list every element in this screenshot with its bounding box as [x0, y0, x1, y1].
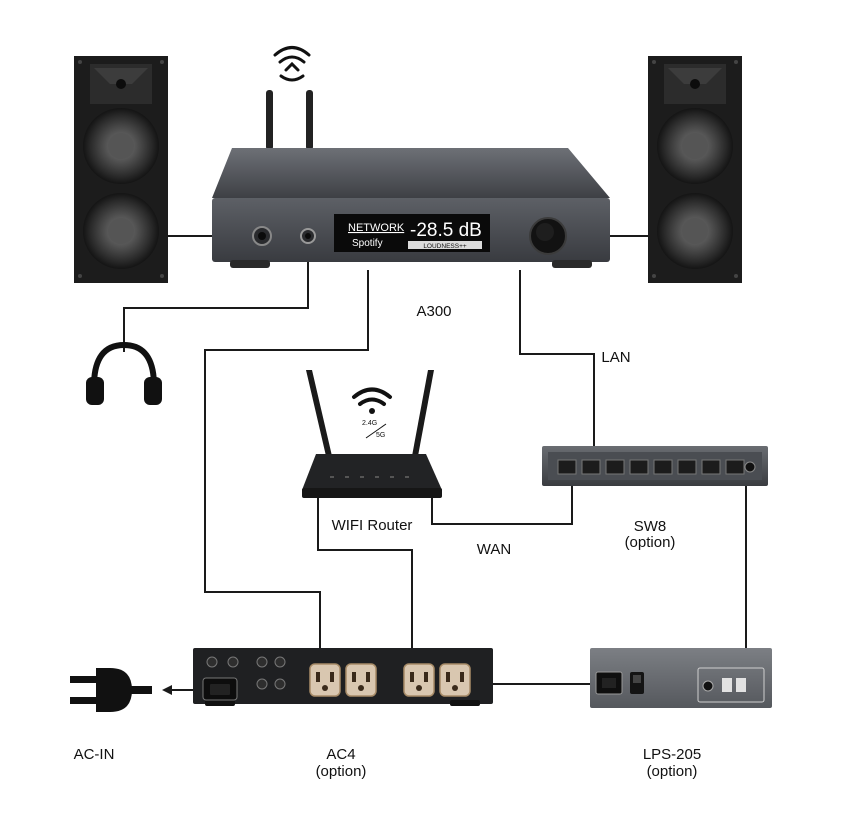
outlet	[403, 663, 435, 697]
a300-label: A300	[416, 303, 452, 320]
a300-amplifier: NETWORK Spotify -28.5 dB LOUDNESS++	[212, 90, 610, 268]
ac-in-arrow	[162, 685, 172, 695]
display-mode: LOUDNESS++	[423, 243, 467, 250]
dc-in-port	[744, 461, 756, 473]
wan-cable	[431, 470, 573, 525]
sw8-option-label: (option)	[624, 534, 676, 551]
speaker-left	[74, 56, 168, 283]
lan-label: LAN	[601, 349, 631, 366]
lps205-option-label: (option)	[646, 763, 698, 780]
lan-cable	[519, 270, 595, 455]
sw8-label: SW8	[633, 518, 667, 535]
display-source: NETWORK	[348, 222, 405, 234]
band-top-label: 2.4G	[362, 420, 377, 427]
lps205-supply	[590, 648, 772, 708]
ac4-conditioner	[193, 648, 493, 706]
lps-dc-out	[702, 680, 714, 692]
wan-label: WAN	[476, 541, 512, 558]
router-power-cable	[317, 498, 413, 648]
wifi-router-label: WIFI Router	[331, 517, 413, 534]
antenna-right	[306, 90, 313, 150]
ac4-option-label: (option)	[315, 763, 367, 780]
display-volume: -28.5 dB	[410, 220, 482, 241]
display-service: Spotify	[352, 238, 383, 249]
wires	[123, 235, 747, 695]
wifi-icon	[352, 387, 392, 414]
sw8-switch	[542, 446, 768, 486]
outlet	[309, 663, 341, 697]
outlet	[345, 663, 377, 697]
antenna-left	[266, 90, 273, 150]
router-antenna-left	[306, 370, 332, 456]
ac4-label: AC4	[326, 746, 356, 763]
headphones-icon	[86, 341, 162, 405]
power-cable-a300	[204, 270, 369, 648]
band-badge: 2.4G 5G	[362, 420, 387, 439]
router-antenna-right	[412, 370, 434, 456]
speaker-right	[648, 56, 742, 283]
headphone-cable	[123, 246, 309, 352]
lps205-label: LPS-205	[642, 746, 702, 763]
wifi-router	[302, 370, 442, 498]
outlet	[439, 663, 471, 697]
ac-in-label: AC-IN	[73, 746, 115, 763]
band-bottom-label: 5G	[376, 432, 385, 439]
power-plug-icon	[70, 668, 152, 712]
broadcast-icon	[273, 46, 311, 82]
